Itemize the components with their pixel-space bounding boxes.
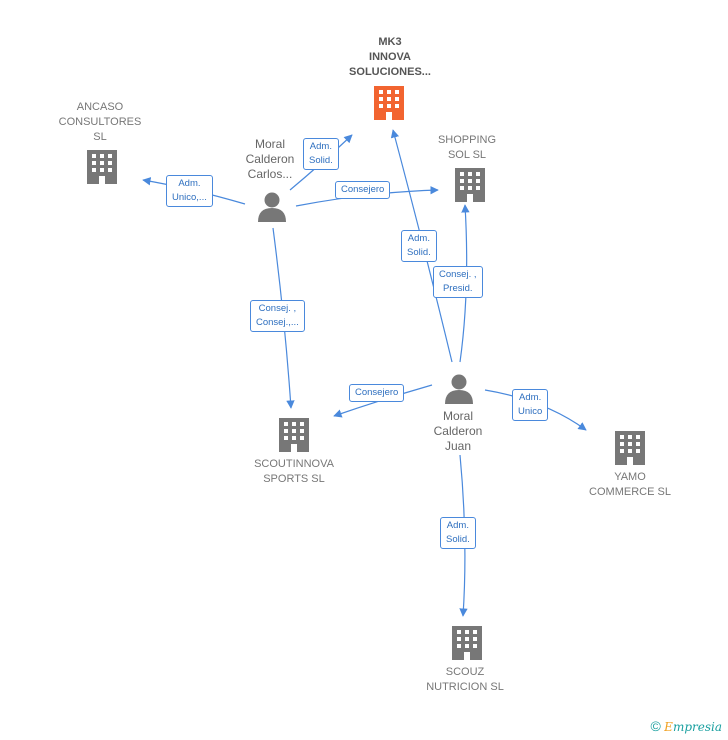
scoutinnova-label-line-1: SCOUTINNOVA [254, 458, 334, 470]
juan-label-line-1: Moral [442, 409, 473, 423]
edge-label-line: Presid. [442, 283, 473, 294]
edge-label-line: Solid. [446, 534, 470, 545]
ancaso-label-line-1: ANCASO [76, 101, 124, 113]
ancaso-label-line-3: SL [93, 131, 107, 143]
shopping-label[interactable]: SHOPPING SOL SL [417, 133, 517, 163]
scouz-label-line-1: SCOUZ [445, 666, 485, 678]
mk3-label-line-3: SOLUCIONES... [349, 66, 431, 78]
edge-label-line: Solid. [309, 155, 333, 166]
edge-label-line: Consejero [355, 387, 399, 398]
edge-label-line: Consej. , [258, 303, 297, 314]
mk3-building-icon[interactable] [374, 86, 404, 120]
juan-label-line-3: Juan [444, 439, 472, 453]
edge-label-line: Unico,... [172, 192, 207, 203]
scouz-label[interactable]: SCOUZ NUTRICION SL [410, 665, 520, 695]
shopping-label-line-1: SHOPPING [437, 134, 497, 146]
edge-label-line: Adm. [309, 141, 332, 152]
carlos-label-line-1: Moral [254, 137, 285, 151]
edge-label-juan-yamo[interactable]: Adm. Unico [512, 389, 549, 421]
brand-initial: E [664, 720, 673, 734]
juan-label[interactable]: Moral Calderon Juan [413, 409, 503, 454]
yamo-label[interactable]: YAMO COMMERCE SL [575, 470, 685, 500]
yamo-label-line-1: YAMO [614, 471, 646, 483]
brand-footer: © Empresia [651, 718, 723, 734]
mk3-label[interactable]: MK3 INNOVA SOLUCIONES... [330, 35, 450, 80]
edge-label-carlos-scoutinnova[interactable]: Consej. , Consej.,... [250, 300, 305, 332]
carlos-label[interactable]: Moral Calderon Carlos... [225, 137, 315, 182]
ancaso-label[interactable]: ANCASO CONSULTORES SL [45, 100, 155, 145]
edge-label-line: Unico [518, 406, 543, 417]
edge-label-line: Adm. [519, 392, 542, 403]
edge-label-carlos-mk3[interactable]: Adm. Solid. [303, 138, 339, 170]
edge-label-juan-shopping[interactable]: Consej. , Presid. [433, 266, 483, 298]
edge-label-carlos-ancaso[interactable]: Adm. Unico,... [166, 175, 213, 207]
brand-name: mpresia [672, 720, 722, 734]
edge-label-line: Consej. , [439, 269, 477, 280]
carlos-person-icon[interactable] [258, 192, 286, 223]
juan-label-line-2: Calderon [433, 424, 483, 438]
carlos-label-line-3: Carlos... [247, 167, 293, 181]
scoutinnova-label-line-2: SPORTS SL [263, 473, 325, 485]
edge-label-juan-scoutinnova[interactable]: Consejero [349, 384, 405, 402]
scouz-building-icon[interactable] [452, 626, 482, 660]
ancaso-building-icon[interactable] [87, 150, 117, 184]
ancaso-label-line-2: CONSULTORES [58, 116, 142, 128]
shopping-building-icon[interactable] [455, 168, 485, 202]
edge-label-line: Adm. [446, 520, 469, 531]
scoutinnova-building-icon[interactable] [279, 418, 309, 452]
yamo-label-line-2: COMMERCE SL [589, 486, 671, 498]
scoutinnova-label[interactable]: SCOUTINNOVA SPORTS SL [234, 457, 354, 487]
copyright-icon: © [650, 718, 661, 734]
juan-person-icon[interactable] [445, 374, 473, 405]
scouz-label-line-2: NUTRICION SL [426, 681, 504, 693]
edge-label-line: Consej.,... [256, 317, 299, 328]
edge-label-line: Consejero [341, 184, 385, 195]
edge-label-juan-scouz[interactable]: Adm. Solid. [440, 517, 476, 549]
edge-label-line: Adm. [178, 178, 201, 189]
edge-label-line: Solid. [407, 247, 431, 258]
carlos-label-line-2: Calderon [245, 152, 295, 166]
shopping-label-line-2: SOL SL [447, 149, 487, 161]
edge-label-carlos-shopping[interactable]: Consejero [335, 181, 391, 199]
edge-label-juan-mk3[interactable]: Adm. Solid. [401, 230, 437, 262]
yamo-building-icon[interactable] [615, 431, 645, 465]
mk3-label-line-2: INNOVA [369, 51, 411, 63]
mk3-label-line-1: MK3 [378, 36, 402, 48]
edge-label-line: Adm. [407, 233, 430, 244]
